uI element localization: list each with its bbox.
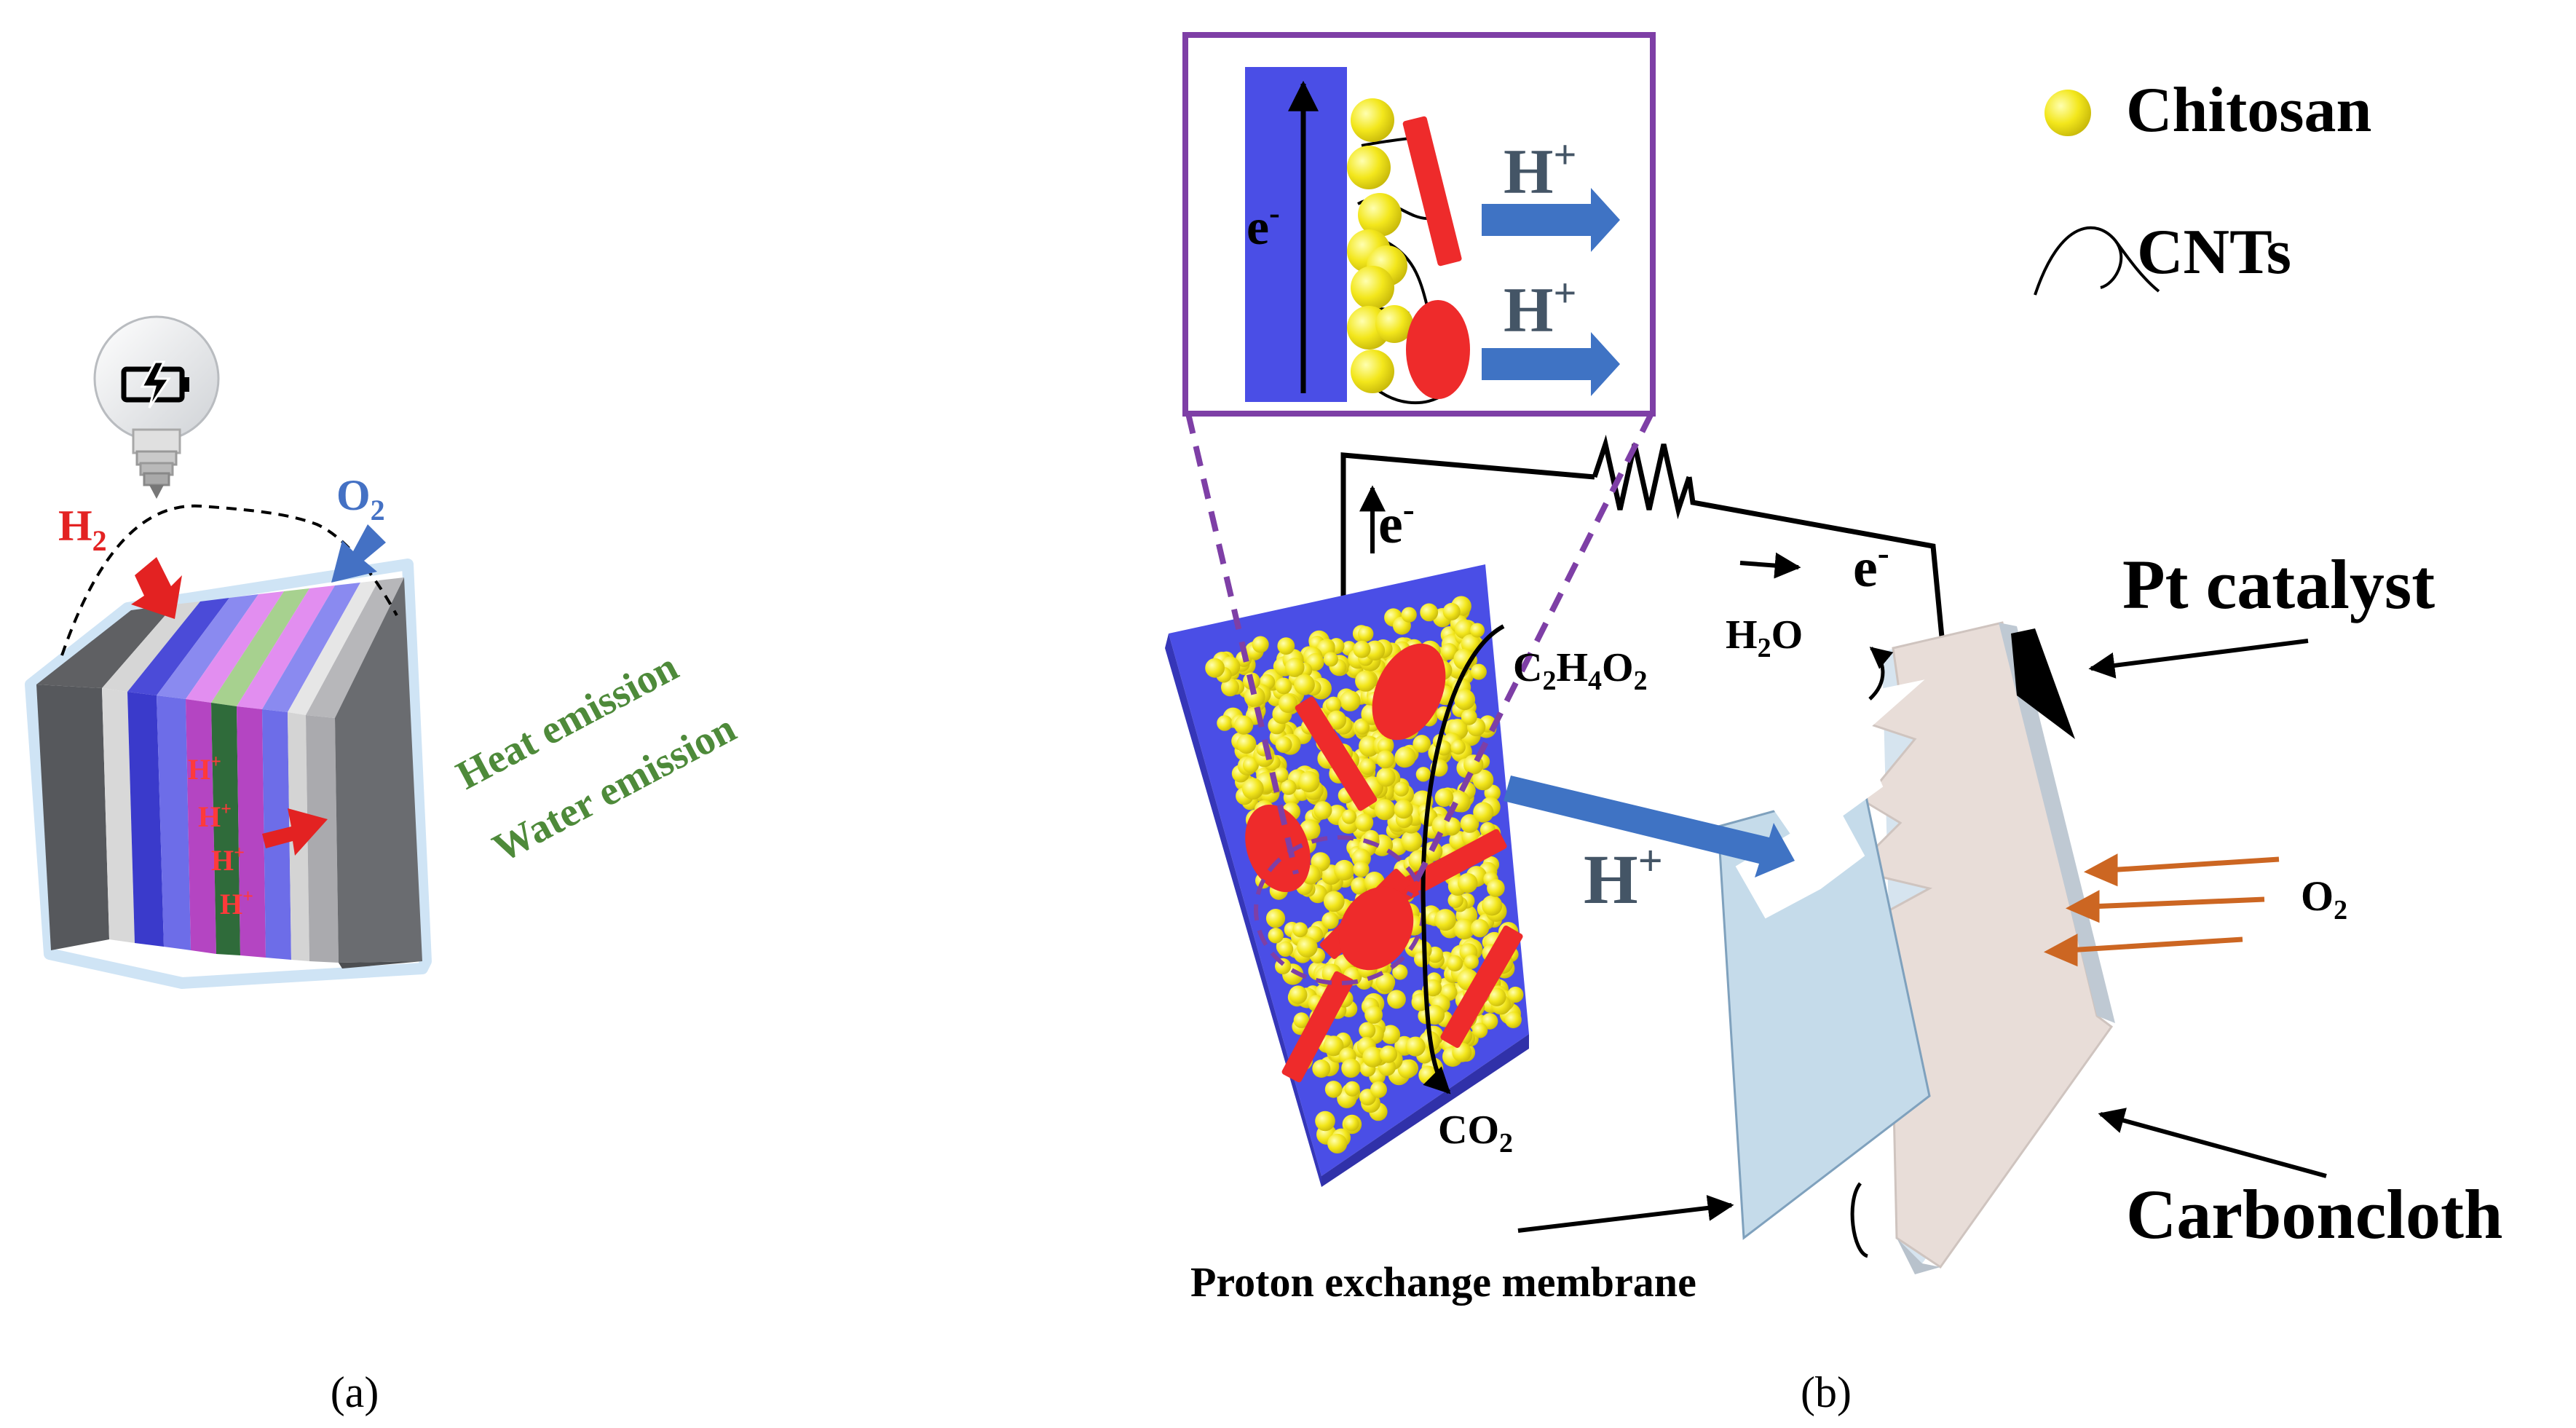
proton-labels: H+ H+ H+ H+ [188, 751, 253, 920]
panel-b: Chitosan CNTs e- [1165, 32, 2502, 1416]
h2-arrow [131, 557, 182, 619]
svg-text:H+: H+ [198, 798, 232, 833]
o2-arrow [331, 524, 386, 583]
inset-anode [1245, 67, 1347, 402]
chitosan-legend-icon [2044, 90, 2091, 136]
legend-chitosan: Chitosan [2126, 75, 2371, 146]
pointer-arrows [1517, 639, 2327, 1233]
proton-flow-arrow [262, 808, 328, 856]
pt-catalyst-label: Pt catalyst [2122, 545, 2435, 623]
bulb-icon [93, 315, 220, 499]
inset-electron-label: e- [1246, 195, 1280, 256]
proton-label-b: H+ [1584, 837, 1663, 918]
bioanode [1165, 564, 1529, 1187]
svg-text:H+: H+ [188, 751, 221, 786]
proton-transfer-arrow [1504, 776, 1795, 877]
acetic-acid-label: C2H4O2 [1513, 645, 1648, 696]
legend: Chitosan CNTs [2034, 75, 2371, 296]
charging-icon [121, 360, 189, 409]
inset-chitosan-balls [1347, 98, 1413, 393]
inset-zoom: e- H+ [1182, 32, 1656, 417]
water-curve-arrow [1868, 647, 1894, 701]
cnt-legend-icon [2034, 226, 2160, 296]
panel-a: H2 O2 H+ H+ H+ H+ Heat emission Water em… [25, 315, 743, 1416]
caption-b: (b) [1801, 1368, 1852, 1416]
circuit-electron-label-left: e- [1378, 490, 1415, 555]
svg-text:H+: H+ [211, 842, 245, 877]
cnt-rods [1245, 643, 1523, 1083]
h2-label: H2 [58, 502, 107, 557]
o2-label-b: O2 [2301, 872, 2347, 926]
inset-cnt-rod [1402, 116, 1462, 267]
inset-proton-arrow-top [1482, 188, 1620, 252]
carboncloth-label: Carboncloth [2126, 1175, 2502, 1253]
caption-a: (a) [331, 1368, 379, 1416]
inset-proton-label-top: H+ [1504, 133, 1576, 208]
circuit-electron-label-right: e- [1853, 534, 1889, 599]
pt-catalyst-wedge [2011, 628, 2075, 739]
o2-inflow-arrows [2043, 853, 2280, 967]
o2-label: O2 [336, 471, 385, 526]
inset-proton-arrow-bottom [1482, 332, 1620, 396]
inset-cnt-blob [1406, 300, 1470, 399]
zoom-guides [1185, 412, 1654, 897]
oxidation-loop-arrow [1421, 624, 1505, 1094]
membrane-curve-mark [1850, 1182, 1869, 1258]
stack-top [36, 577, 404, 718]
membrane-label: Proton exchange membrane [1190, 1258, 1696, 1306]
water-label: H2O [1726, 612, 1803, 663]
legend-cnts: CNTs [2137, 217, 2291, 288]
external-circuit [1340, 434, 1945, 645]
svg-text:H+: H+ [220, 885, 253, 920]
inset-proton-label-bottom: H+ [1504, 271, 1576, 346]
co2-label: CO2 [1438, 1108, 1513, 1159]
